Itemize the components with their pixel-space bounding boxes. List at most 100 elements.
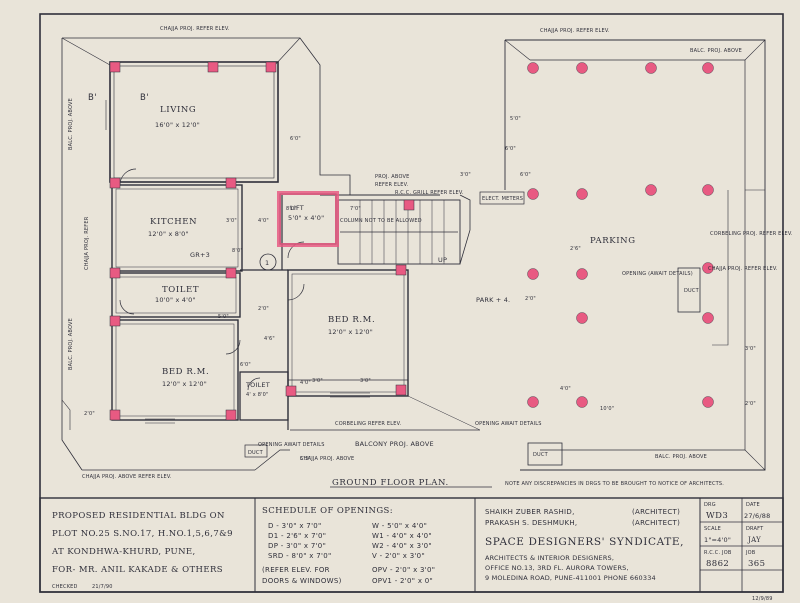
schedule-right-4: V - 2'0" x 3'0" [372,552,425,560]
title-block-text: PROPOSED RESIDENTIAL BLDG ON PLOT NO.25 … [51,502,770,590]
schedule-refer-1: (REFER ELEV. FOR [262,566,330,574]
park-plus-4-label: PARK + 4. [476,296,510,304]
schedule-opv-1: OPV - 2'0" x 3'0" [372,566,435,574]
column [109,315,121,327]
schedule-title: SCHEDULE OF OPENINGS: [262,506,393,516]
column [207,61,219,73]
balcony-diag [407,395,481,431]
column [527,188,539,200]
column-note: COLUMN NOT TO BE ALLOWED [340,218,422,224]
drg-label: DRG [704,502,716,508]
door-swing-5 [287,283,305,301]
chajja-top-right-label: CHAJJA PROJ. REFER ELEV. [540,28,610,34]
project-line-3: AT KONDHWA-KHURD, PUNE, [51,547,196,557]
plan-title: GROUND FLOOR PLAN. [332,478,449,488]
bed2-dimension: 12'0" x 12'0" [328,328,373,336]
dimension-label: 2'0" [84,411,95,417]
date-label: DATE [746,502,760,508]
architect-1-role: (ARCHITECT) [632,508,680,516]
chajja-proj-left-label: CHAJJA PROJ. REFER [84,216,90,270]
chajja-step [61,399,71,430]
balc-proj-bottom-label: BALC. PROJ. ABOVE [655,454,707,460]
scale-label: SCALE [704,526,721,532]
project-line-4: FOR- MR. ANIL KAKADE & OTHERS [52,565,223,575]
grid-marker-circle [259,253,277,271]
kitchen-label: KITCHEN [150,217,197,227]
kitchen-dimension: 12'0" x 8'0" [148,230,189,238]
structural-columns-parking [527,62,714,408]
drg-value: WD3 [706,511,728,521]
firm-line-3: 9 MOLEDINA ROAD, PUNE-411001 PHONE 66033… [485,574,656,582]
chajja-diagonal [61,37,111,66]
dimension-label: 3'0" [360,378,371,384]
column [702,62,714,74]
column [265,61,277,73]
parking-label: PARKING [590,236,636,246]
dimension-label: 6'0" [520,172,531,178]
dimension-label: 2'0" [745,401,756,407]
dimension-label: 7'0" [350,206,361,212]
firm-line-1: ARCHITECTS & INTERIOR DESIGNERS, [485,554,614,562]
column [702,312,714,324]
section-mark-b1: B' [88,93,97,103]
elect-meters-box [479,191,525,205]
schedule-right-1: W - 5'0" x 4'0" [372,522,427,530]
job-label: R.C.C. JOB [704,550,732,556]
chajja-proj-bottom-left-label: CHAJJA PROJ. ABOVE REFER ELEV. [82,474,172,480]
dimension-label: 6'0" [505,146,516,152]
parking-outer-outline [505,39,766,471]
column [645,184,657,196]
toilet2-label: TOILET [245,381,270,389]
opening-right-label: OPENING (AWAIT DETAILS) [622,271,693,277]
schedule-right-2: W1 - 4'0" x 4'0" [372,532,432,540]
bed1-walls-inner [115,323,235,417]
schedule-left-2: D1 - 2'6" x 7'0" [268,532,326,540]
job-no-value: 365 [748,559,765,569]
chajja-outline-top [62,37,321,150]
stair-treads [359,200,445,264]
opening-bottom-label: OPENING AWAIT DETAILS [475,421,542,427]
dimension-label: 6'0" [290,136,301,142]
corbelling-right-label: CORBELING PROJ. REFER ELEV. [710,231,793,237]
dimension-label: 2'6" [570,246,581,252]
column [576,62,588,74]
door-swing-3 [225,339,241,355]
balc-proj-above-right-label: BALC. PROJ. ABOVE [690,48,742,54]
bed1-label: BED R.M. [162,367,209,377]
column [109,409,121,421]
living-label: LIVING [160,105,196,115]
column [527,62,539,74]
refer-elev-label: REFER ELEV. [375,182,409,188]
column [702,262,714,274]
rcc-grill-label: R.C.C. GRILL REFER ELEV. [395,190,464,196]
door-swing-2 [119,299,135,315]
column [109,267,121,279]
chajja-outline-left [61,38,83,471]
windows [105,100,370,424]
column [225,409,237,421]
living-dimension: 16'0" x 12'0" [155,121,200,129]
up-label: UP [438,256,447,264]
structural-columns-left [109,61,415,421]
bed1-dimension: 12'0" x 12'0" [162,380,207,388]
project-line-1: PROPOSED RESIDENTIAL BLDG ON [52,511,225,521]
column [645,62,657,74]
dimension-labels: 6'0"8'0"7'0"8'0"4'0"6'0"3'0"2'0"5'0"6'0"… [84,116,756,462]
column [576,188,588,200]
dimension-label: 6'0" [240,362,251,368]
elect-meters-label: ELECT. METERS [482,196,523,202]
column [527,268,539,280]
bed1-walls [111,319,239,421]
balcony-proj-label: BALCONY PROJ. ABOVE [355,440,434,448]
schedule-refer-2: DOORS & WINDOWS) [262,577,342,585]
column [225,267,237,279]
drawing-note: NOTE ANY DISCREPANCIES IN DRGS TO BE BRO… [505,481,724,487]
parking-diag-3 [744,449,766,471]
column [395,264,407,276]
kitchen-walls [111,184,243,272]
duct2-box [677,267,701,313]
draft-value: JAY [747,536,761,544]
lift-highlight [277,191,339,247]
